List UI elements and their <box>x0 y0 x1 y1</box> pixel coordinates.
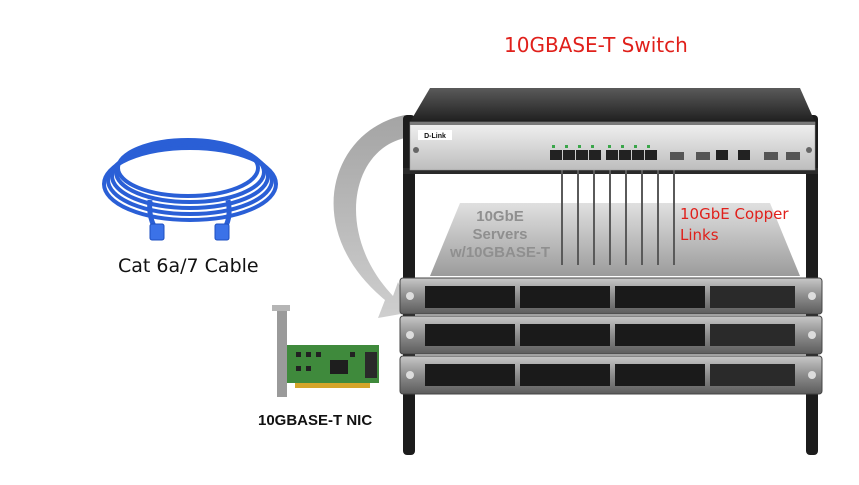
copper-links <box>561 162 675 265</box>
server-stack <box>399 277 823 395</box>
server-unit-2 <box>399 315 823 355</box>
dlink-logo-text: D-Link <box>424 133 446 140</box>
cable-label: Cat 6a/7 Cable <box>118 255 259 277</box>
copper-links-label-line1: 10GbE Copper <box>680 205 789 223</box>
diagram-title: 10GBASE-T Switch <box>504 33 688 57</box>
server-unit-1 <box>399 277 823 315</box>
server-top-panel <box>430 203 800 276</box>
nic-card-icon <box>272 305 379 397</box>
ethernet-cable-icon <box>102 138 278 241</box>
servers-label: 10GbE Servers w/10GBASE-T <box>440 208 560 262</box>
network-switch: D-Link <box>409 88 816 171</box>
server-unit-3 <box>399 355 823 395</box>
nic-label: 10GBASE-T NIC <box>258 412 373 429</box>
servers-label-line1: 10GbE <box>476 208 524 225</box>
copper-links-label: 10GbE Copper Links <box>680 204 789 246</box>
copper-links-label-line2: Links <box>680 226 719 244</box>
dlink-logo <box>418 130 452 140</box>
servers-label-line3: w/10GBASE-T <box>449 244 551 261</box>
servers-label-line2: Servers <box>472 226 528 243</box>
curved-arrow <box>333 115 412 318</box>
